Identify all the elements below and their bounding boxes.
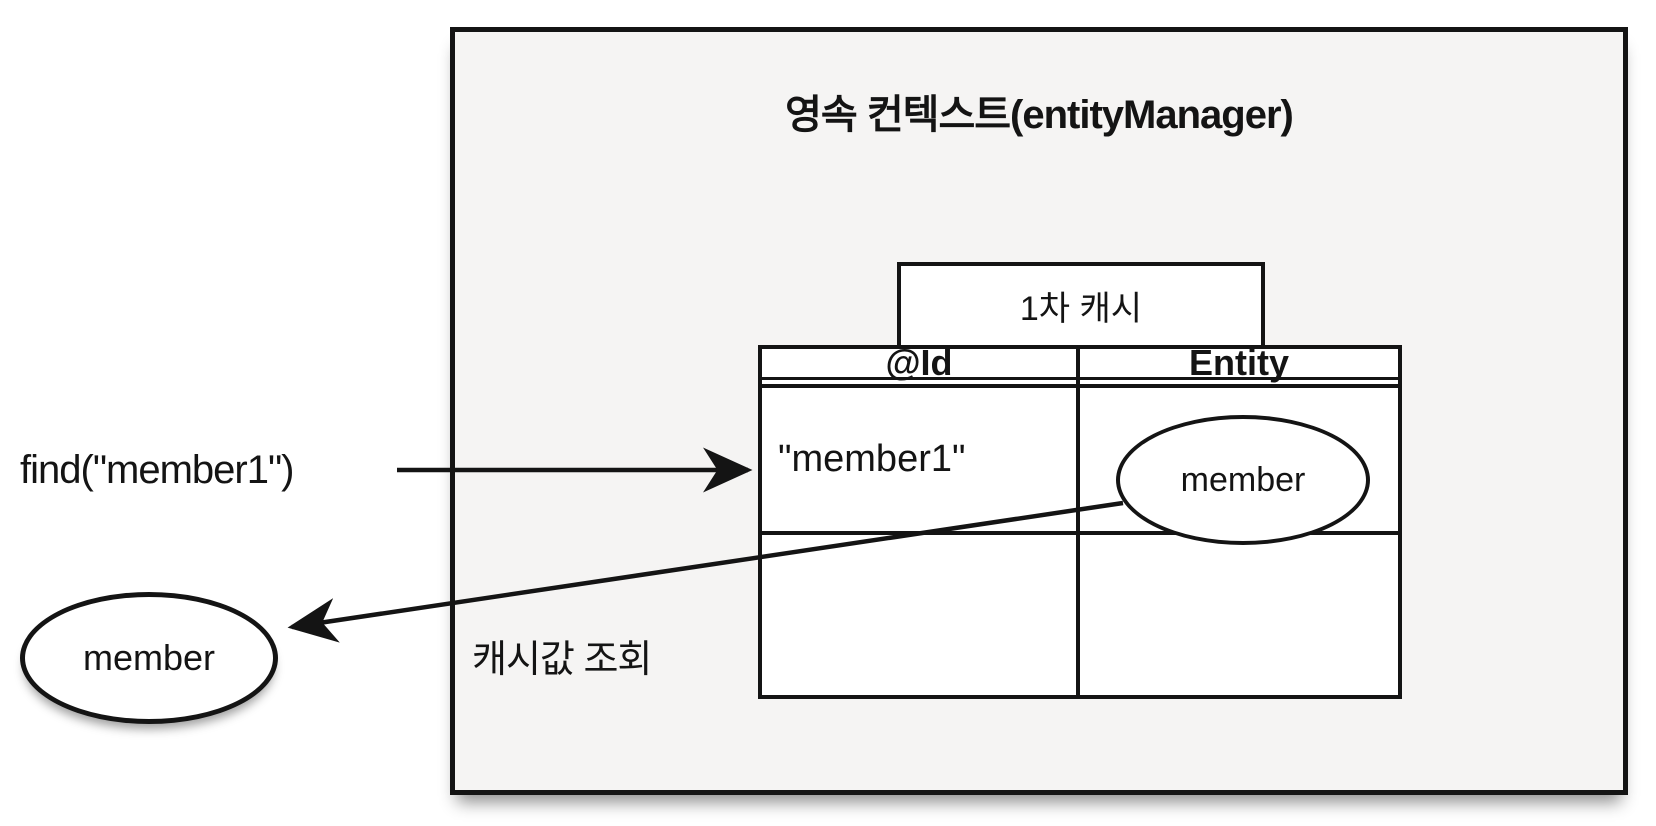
result-member-ellipse: member [20,592,278,724]
persistence-context-title: 영속 컨텍스트(entityManager) [785,93,1294,137]
cell-id-empty [762,535,1080,695]
cell-id-member1: "member1" [762,388,1080,535]
header-divider-spacer [1080,380,1398,388]
first-level-cache-label-box: 1차 캐시 [897,262,1265,345]
cached-entity-ellipse: member [1116,415,1370,545]
result-member-label: member [82,637,216,678]
column-header-entity: Entity [1080,342,1398,383]
find-call-label: find("member1") [20,448,294,492]
cell-entity-empty [1080,535,1398,695]
first-level-cache-label: 1차 캐시 [1019,290,1143,328]
column-header-id: @Id [762,342,1080,383]
cached-entity-label: member [1180,460,1306,499]
cache-lookup-label: 캐시값 조회 [472,639,652,681]
header-divider-spacer [762,380,1080,388]
